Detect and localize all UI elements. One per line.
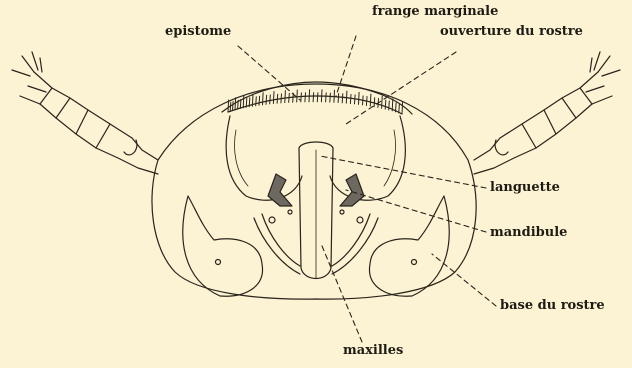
mandibule-right: [340, 174, 364, 206]
fringe-band: [228, 96, 402, 114]
label-base-du-rostre: base du rostre: [500, 298, 605, 313]
label-epistome: epistome: [165, 24, 231, 39]
rostrum-outline: [152, 84, 476, 299]
maxille-joint-right: [357, 217, 363, 223]
label-frange-marginale: frange marginale: [372, 4, 498, 19]
sensory-pore-right: [340, 210, 344, 214]
mandibule-left: [268, 174, 292, 206]
leader-epistome: [238, 46, 300, 100]
maxille-joint-left: [269, 217, 275, 223]
leader-languette: [320, 156, 486, 188]
label-mandibule: mandibule: [490, 225, 567, 240]
base-du-rostre-left: [183, 196, 263, 296]
leader-maxilles: [322, 246, 362, 342]
epistome-rim: [222, 82, 412, 114]
label-languette: languette: [490, 180, 560, 195]
base-dot-right: [412, 260, 417, 265]
palp-right: [474, 52, 620, 174]
inner-opening-shading: [235, 130, 396, 186]
maxille-left: [254, 214, 300, 274]
maxille-right: [332, 214, 378, 274]
label-ouverture-du-rostre: ouverture du rostre: [440, 24, 583, 39]
palp-left: [12, 52, 158, 174]
sensory-pore-left: [288, 210, 292, 214]
leader-mandibule: [346, 190, 486, 232]
label-maxilles: maxilles: [343, 343, 403, 358]
leader-base: [432, 254, 496, 306]
base-dot-left: [216, 260, 221, 265]
base-du-rostre-right: [369, 196, 449, 296]
